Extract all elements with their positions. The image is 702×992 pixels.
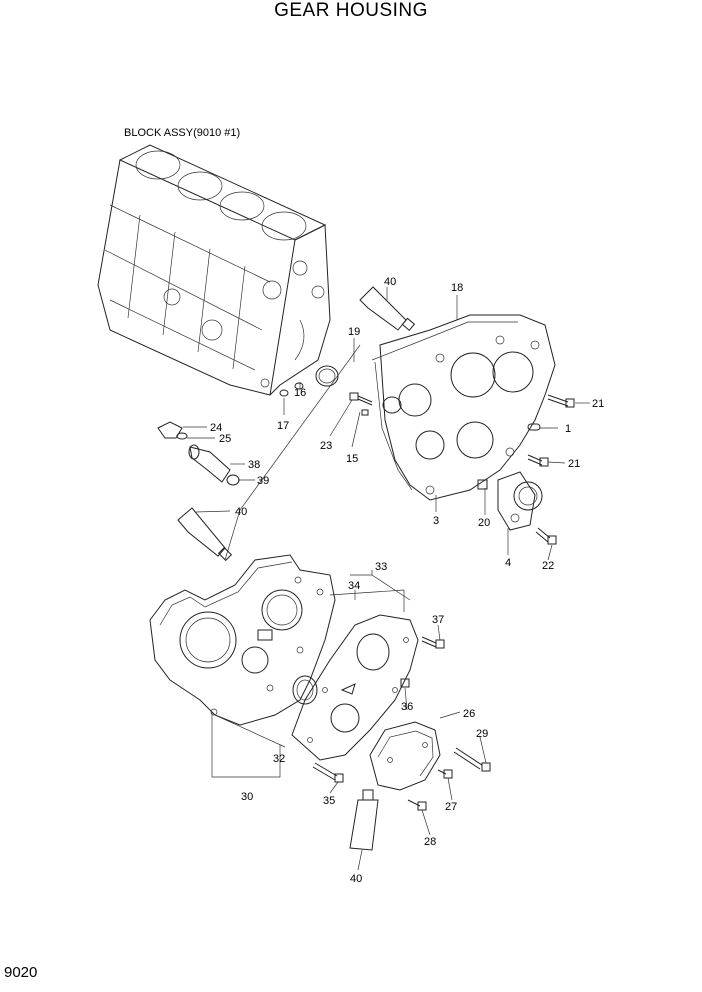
callout-3: 3 xyxy=(433,515,439,527)
block-assy-label: BLOCK ASSY(9010 #1) xyxy=(124,127,240,139)
callout-4: 4 xyxy=(505,557,511,569)
callout-37: 37 xyxy=(432,614,444,626)
callout-27: 27 xyxy=(445,801,457,813)
callout-25: 25 xyxy=(219,433,231,445)
callout-23: 23 xyxy=(320,440,332,452)
sealant-tube-bottom xyxy=(349,789,379,851)
callout-19: 19 xyxy=(348,326,360,338)
callout-24: 24 xyxy=(210,422,222,434)
callout-22: 22 xyxy=(542,560,554,572)
callout-26: 26 xyxy=(463,708,475,720)
callout-40-left: 40 xyxy=(235,506,247,518)
front-cover xyxy=(149,554,336,726)
callout-30: 30 xyxy=(241,791,253,803)
callout-40-bottom: 40 xyxy=(350,873,362,885)
callout-29: 29 xyxy=(476,728,488,740)
page-number: 9020 xyxy=(4,964,38,981)
callout-33: 33 xyxy=(375,561,387,573)
callout-18: 18 xyxy=(451,282,463,294)
callout-32: 32 xyxy=(273,753,285,765)
callout-36: 36 xyxy=(401,701,413,713)
engine-block: BLOCK ASSY(9010 #1) xyxy=(97,127,331,396)
callout-15: 15 xyxy=(346,453,358,465)
cover-bolts xyxy=(312,636,445,783)
leader-lines xyxy=(183,287,590,871)
oil-pump-gear xyxy=(497,471,543,531)
callout-39: 39 xyxy=(257,475,269,487)
callout-21-lower: 21 xyxy=(568,458,580,470)
callout-38: 38 xyxy=(248,459,260,471)
callout-34: 34 xyxy=(348,580,360,592)
callout-40-top: 40 xyxy=(384,276,396,288)
callout-21-upper: 21 xyxy=(592,398,604,410)
pump-cover xyxy=(369,721,491,811)
bolts-front xyxy=(349,392,373,416)
callout-labels: 1 3 4 15 16 17 18 19 20 21 21 22 23 24 2… xyxy=(210,276,604,885)
page-title: GEAR HOUSING xyxy=(274,0,428,21)
sealant-tube-left xyxy=(177,507,233,562)
callout-16: 16 xyxy=(294,387,306,399)
bolts-right xyxy=(477,394,575,545)
seal-rings xyxy=(279,365,339,397)
sealant-tube xyxy=(359,286,416,331)
callout-28: 28 xyxy=(424,836,436,848)
gear-case xyxy=(371,314,556,501)
callout-20: 20 xyxy=(478,517,490,529)
callout-35: 35 xyxy=(323,795,335,807)
thermostat-parts xyxy=(157,421,240,486)
cover-plate xyxy=(291,614,419,761)
callout-1: 1 xyxy=(565,423,571,435)
callout-17: 17 xyxy=(277,420,289,432)
